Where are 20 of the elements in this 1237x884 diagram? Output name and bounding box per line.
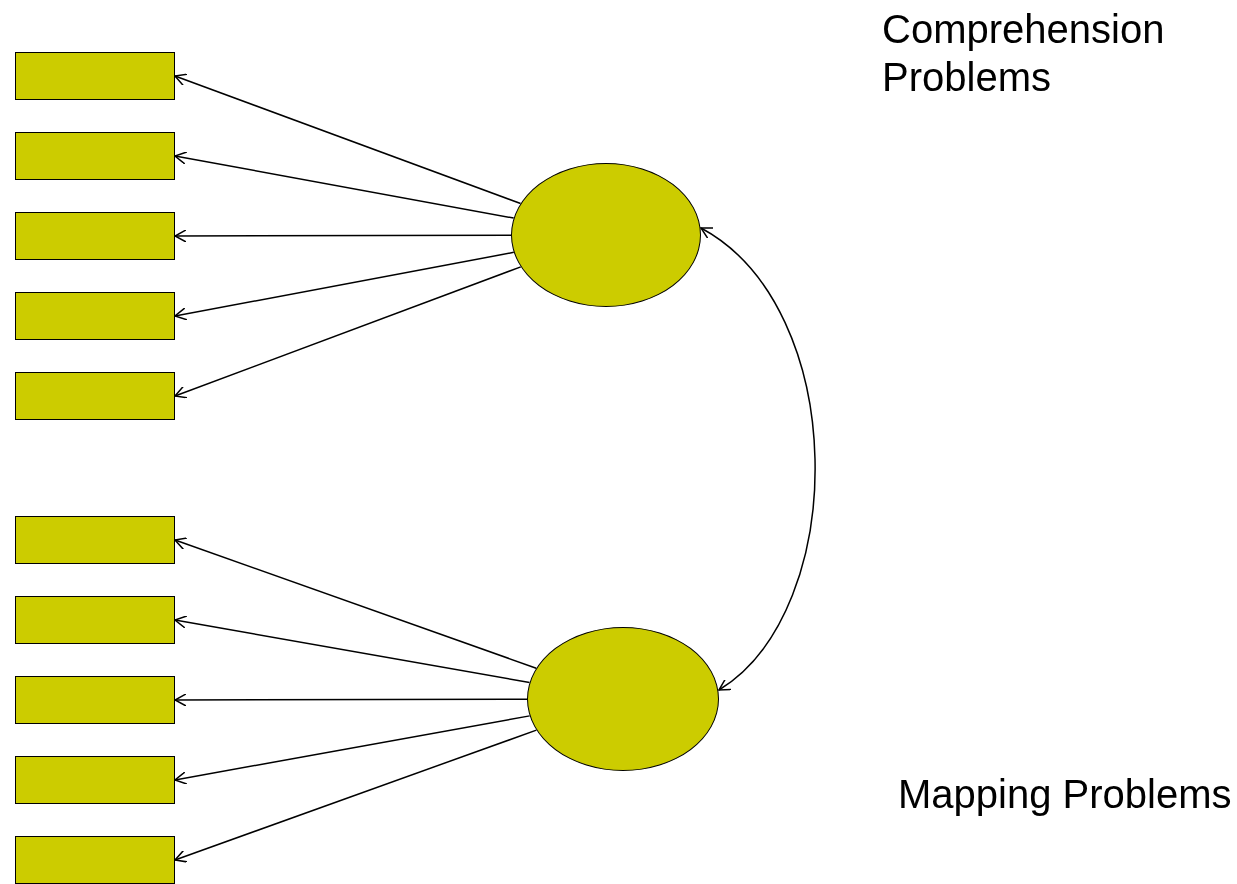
arrow bbox=[174, 251, 515, 321]
arrow bbox=[174, 615, 531, 684]
indicator-box bbox=[15, 756, 175, 804]
arrow bbox=[174, 537, 537, 669]
indicator-box bbox=[15, 372, 175, 420]
indicator-box bbox=[15, 212, 175, 260]
arrow bbox=[174, 693, 528, 707]
indicator-box bbox=[15, 516, 175, 564]
factor-label: Comprehension Problems bbox=[882, 6, 1166, 101]
indicator-box bbox=[15, 836, 175, 884]
correlation-arrow bbox=[700, 227, 816, 691]
indicator-box bbox=[15, 132, 175, 180]
indicator-box bbox=[15, 676, 175, 724]
factor-label: Mapping Problems bbox=[898, 771, 1233, 818]
indicator-box bbox=[15, 292, 175, 340]
indicator-box bbox=[15, 596, 175, 644]
arrow bbox=[174, 229, 512, 243]
indicator-box bbox=[15, 52, 175, 100]
arrow bbox=[174, 151, 515, 219]
arrow bbox=[174, 715, 531, 785]
